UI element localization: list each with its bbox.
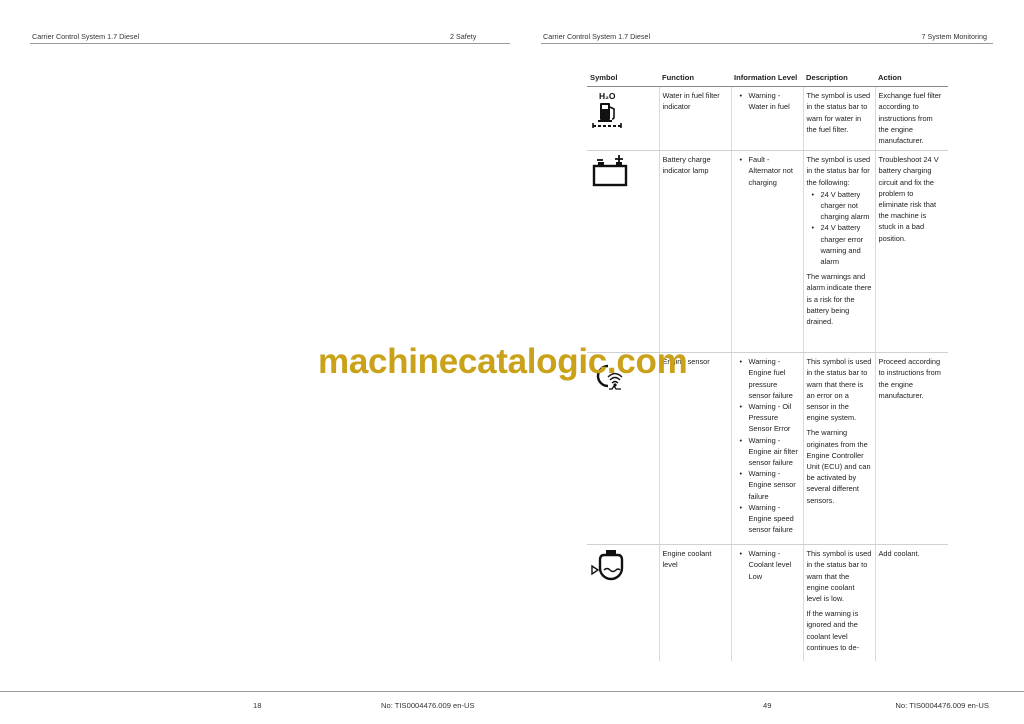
header-function: Function (659, 70, 731, 88)
info-cell: Warning - Coolant level Low (731, 544, 804, 662)
description-text: This symbol is used in the status bar to… (806, 549, 872, 604)
description-cell: This symbol is used in the status bar to… (803, 544, 876, 662)
info-cell: Fault - Alternator not charging (731, 150, 804, 354)
action-cell: Add coolant. (878, 549, 920, 559)
left-header-title: Carrier Control System 1.7 Diesel (32, 32, 140, 41)
battery-charge-icon (592, 155, 628, 187)
right-header-rule (541, 43, 993, 44)
header-action: Action (875, 70, 948, 88)
water-icon-label: H₂O (599, 91, 616, 101)
description-text: The warnings and alarm indicate there is… (806, 272, 872, 327)
header-symbol: Symbol (587, 70, 659, 88)
description-bullet: 24 V battery charger error warning and a… (812, 222, 872, 267)
info-item: Fault - Alternator not charging (740, 154, 800, 188)
right-document-number: No: TIS0004476.009 en-US (895, 701, 989, 710)
water-in-fuel-icon: H₂O (592, 91, 622, 129)
action-cell: Exchange fuel filter according to instru… (875, 86, 948, 152)
symbol-cell (587, 352, 660, 546)
action-cell: Proceed according to instructions from t… (875, 352, 948, 546)
function-cell: Engine sensor (659, 352, 732, 546)
watermark-text: machinecatalogic.com (318, 342, 688, 381)
info-cell: Warning - Engine fuel pressure sensor fa… (731, 352, 804, 546)
header-description: Description (803, 70, 875, 88)
right-page-number: 49 (763, 701, 772, 710)
engine-coolant-level-icon (591, 550, 624, 581)
right-header-chapter: 7 System Monitoring (921, 32, 987, 41)
function-cell: Water in fuel filter indicator (659, 86, 732, 152)
description-text: The symbol is used in the status bar to … (806, 91, 871, 134)
symbol-table: Symbol Function Information Level Descri… (587, 70, 948, 662)
info-item: Warning - Engine speed sensor failure (740, 502, 800, 536)
info-item: Warning - Engine sensor failure (740, 468, 800, 502)
symbol-cell (587, 544, 660, 662)
table-row: Engine coolant level Warning - Coolant l… (587, 544, 948, 662)
description-cell: The symbol is used in the status bar for… (803, 150, 876, 354)
description-cell: The symbol is used in the status bar to … (803, 86, 876, 152)
right-header-title: Carrier Control System 1.7 Diesel (543, 32, 651, 41)
symbol-cell (587, 150, 660, 354)
description-bullets: 24 V battery charger not charging alarm … (807, 189, 872, 267)
function-cell: Battery charge indicator lamp (659, 150, 732, 354)
description-text: This symbol is used in the status bar to… (806, 357, 872, 423)
description-cell: This symbol is used in the status bar to… (803, 352, 876, 546)
table-header-row: Symbol Function Information Level Descri… (587, 70, 948, 88)
description-text: The warning originates from the Engine C… (806, 428, 871, 505)
left-document-number: No: TIS0004476.009 en-US (381, 701, 475, 710)
info-item: Warning - Engine air filter sensor failu… (740, 435, 800, 469)
info-item: Warning - Engine fuel pressure sensor fa… (740, 356, 800, 401)
footer-rule (0, 691, 1024, 692)
left-page-number: 18 (253, 701, 262, 710)
table-row: Engine sensor Warning - Engine fuel pres… (587, 352, 948, 546)
function-cell: Engine coolant level (659, 544, 732, 662)
table-row: Battery charge indicator lamp Fault - Al… (587, 150, 948, 354)
info-cell: Warning - Water in fuel (731, 86, 804, 152)
action-cell: Troubleshoot 24 V battery charging circu… (875, 150, 948, 354)
left-header-chapter: 2 Safety (450, 32, 477, 41)
info-item: Warning - Oil Pressure Sensor Error (740, 401, 800, 435)
table-row: H₂O Water in fuel filter indicator Warni… (587, 86, 948, 152)
info-item: Warning - Water in fuel (740, 90, 800, 112)
description-bullet: 24 V battery charger not charging alarm (812, 189, 872, 223)
description-text: The symbol is used in the status bar for… (806, 155, 871, 187)
description-text: If the warning is ignored and the coolan… (806, 609, 860, 652)
engine-sensor-icon (596, 365, 623, 390)
info-item: Warning - Coolant level Low (740, 548, 800, 582)
left-header-rule (30, 43, 510, 44)
symbol-cell: H₂O (587, 86, 660, 152)
header-information-level: Information Level (731, 70, 803, 88)
